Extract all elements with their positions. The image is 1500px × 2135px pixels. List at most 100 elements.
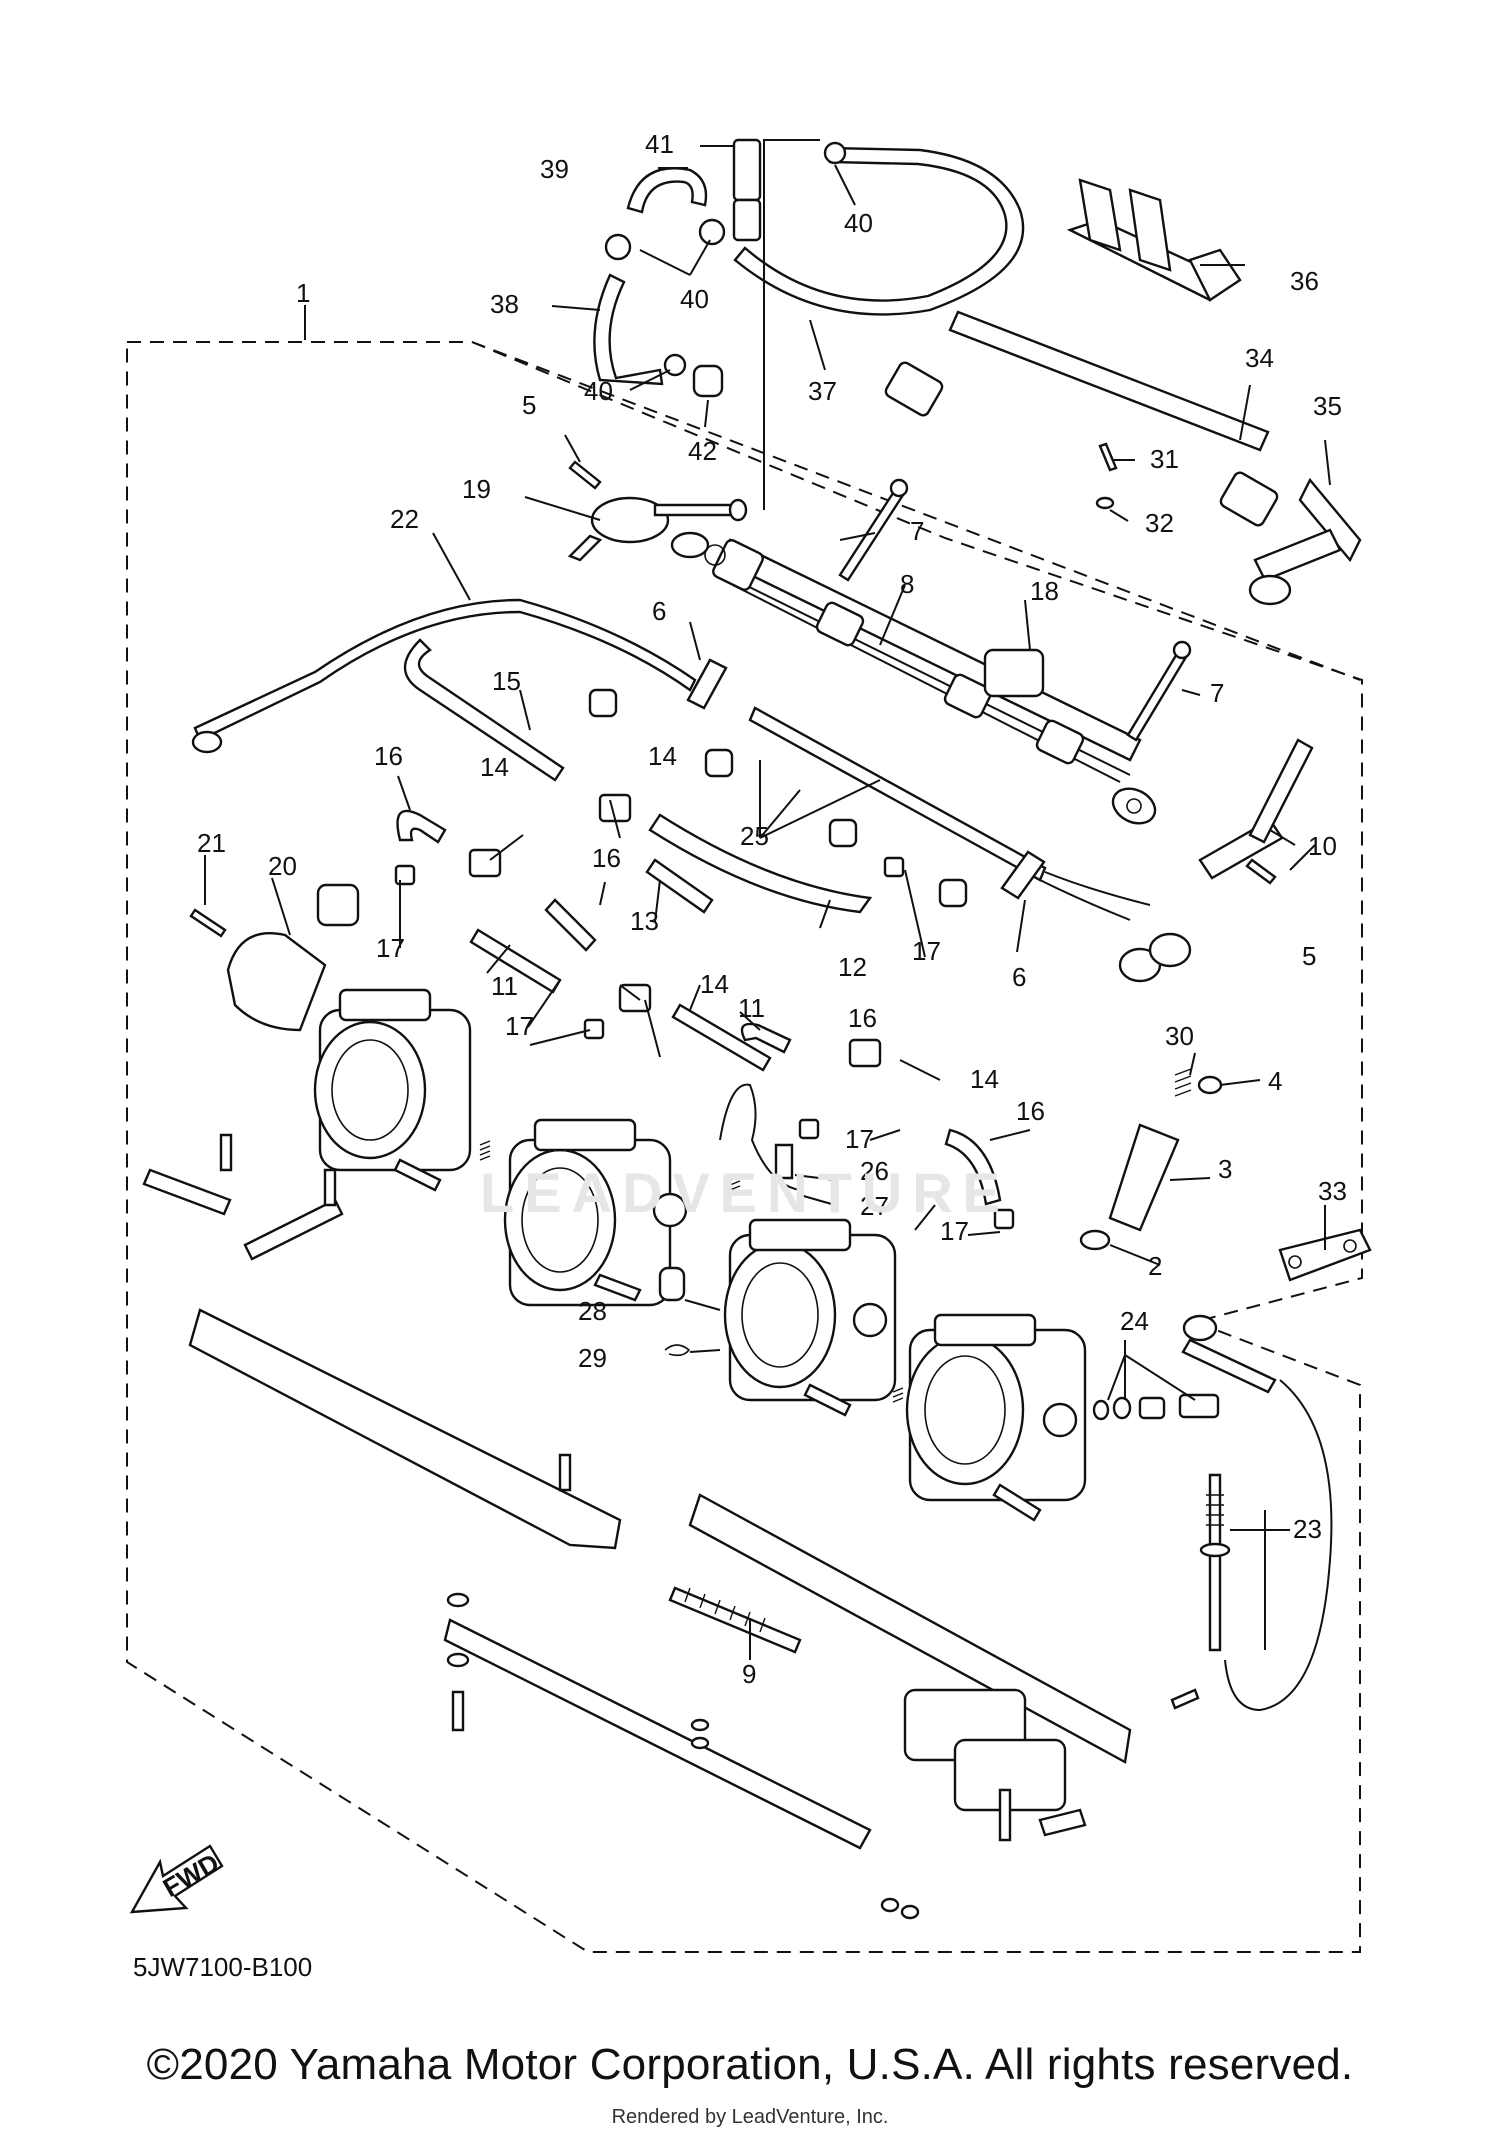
fuel-rail-boundary — [471, 341, 1361, 681]
callout-5a: 5 — [522, 390, 536, 420]
fuel-hose — [733, 146, 1025, 316]
callout-28: 28 — [578, 1296, 607, 1326]
bracket-33 — [1278, 1228, 1372, 1282]
vacuum-hose — [193, 598, 697, 742]
callout-30: 30 — [1165, 1021, 1194, 1051]
hose-15 — [403, 638, 565, 782]
callout-32: 32 — [1145, 508, 1174, 538]
injector-coupler-b — [704, 748, 734, 778]
t-joint-14d — [848, 1038, 882, 1068]
harness-branch — [1039, 871, 1151, 921]
callout-15: 15 — [492, 666, 521, 696]
callout-14a: 14 — [648, 741, 677, 771]
callout-6a: 6 — [652, 596, 666, 626]
callout-labels: 1 2 3 4 5 5 6 6 7 7 8 9 10 11 11 12 13 1… — [197, 129, 1347, 1689]
clip-17e — [993, 1208, 1015, 1230]
bolt-7b — [1126, 650, 1188, 742]
callout-9: 9 — [742, 1659, 756, 1689]
callout-24: 24 — [1120, 1306, 1149, 1336]
joint-plate-left — [188, 1308, 622, 1550]
hose-connector-a — [884, 361, 944, 417]
screw-26 — [774, 1143, 794, 1180]
callout-12: 12 — [838, 952, 867, 982]
callout-10: 10 — [1308, 831, 1337, 861]
callout-17a: 17 — [376, 933, 405, 963]
callout-23: 23 — [1293, 1514, 1322, 1544]
link-plate-a — [142, 1168, 232, 1216]
fuel-hose-34 — [948, 310, 1270, 452]
callout-25: 25 — [740, 821, 769, 851]
callout-20: 20 — [268, 851, 297, 881]
hose-6a — [686, 658, 728, 710]
bolt-upper-mid — [323, 1168, 337, 1207]
callout-17b: 17 — [505, 1011, 534, 1041]
o-ring-4 — [1197, 1075, 1223, 1095]
idle-spring-23 — [1206, 1494, 1224, 1526]
callout-34: 34 — [1245, 343, 1274, 373]
clip-17d — [798, 1118, 820, 1140]
washer-lower-e — [880, 1897, 900, 1913]
callout-26: 26 — [860, 1156, 889, 1186]
bolt-21 — [189, 908, 227, 938]
callout-14c: 14 — [700, 969, 729, 999]
pressure-regulator — [567, 496, 748, 566]
callout-4: 4 — [1268, 1066, 1282, 1096]
hose-11b — [671, 1003, 772, 1072]
screw-lower-a — [451, 1690, 465, 1732]
screw-lower-h — [998, 1788, 1012, 1842]
injector-coupler-d — [938, 878, 968, 908]
throttle-body-4 — [905, 1313, 1087, 1522]
throttle-body-2 — [503, 1118, 688, 1307]
rendered-by-credit: Rendered by LeadVenture, Inc. — [611, 2106, 889, 2128]
callout-6b: 6 — [1012, 962, 1026, 992]
callout-40c: 40 — [584, 376, 613, 406]
o-ring-2 — [1079, 1229, 1111, 1251]
clamp-40c — [698, 218, 726, 246]
callout-18: 18 — [1030, 576, 1059, 606]
callout-11a: 11 — [491, 971, 518, 1001]
clip-17b — [583, 1018, 605, 1040]
hose-16b — [544, 898, 597, 952]
hose-clip-41-lower — [732, 198, 762, 242]
throttle-wire-27 — [719, 1083, 801, 1191]
sensor-18 — [983, 648, 1045, 698]
hose-6b — [1000, 850, 1046, 900]
spring-a — [479, 1140, 491, 1161]
injector-coupler-c — [828, 818, 858, 848]
callout-7b: 7 — [1210, 678, 1224, 708]
leader-lines — [204, 139, 1331, 1660]
cable-loop — [1224, 1379, 1333, 1712]
callout-42: 42 — [688, 436, 717, 466]
copyright-notice: ©2020 Yamaha Motor Corporation, U.S.A. A… — [146, 2040, 1354, 2089]
bolt-31 — [1098, 442, 1118, 472]
clamp-36 — [1066, 178, 1242, 302]
callout-14d: 14 — [970, 1064, 999, 1094]
spring-c — [892, 1387, 904, 1403]
callout-40b: 40 — [680, 284, 709, 314]
spring-b — [729, 1175, 741, 1191]
washer-lower-d — [690, 1736, 710, 1750]
t-joint-14b — [468, 848, 502, 878]
adjuster-24 — [1178, 1393, 1220, 1419]
callout-17e: 17 — [940, 1216, 969, 1246]
bracket-33-hole-b — [1343, 1239, 1357, 1253]
callout-39: 39 — [540, 154, 569, 184]
hose-16a — [396, 809, 447, 844]
washer-lower-b — [446, 1652, 470, 1668]
watermark: LEADVENTURE — [480, 1161, 1011, 1224]
washer-lower-f — [900, 1904, 920, 1920]
washer-24b — [1112, 1396, 1132, 1420]
callout-8: 8 — [900, 569, 914, 599]
callout-27: 27 — [860, 1191, 889, 1221]
hose-16c — [740, 1022, 792, 1054]
bolt-5a — [568, 460, 602, 490]
callout-33: 33 — [1318, 1176, 1347, 1206]
clip-29 — [664, 1344, 691, 1357]
spring-30 — [1174, 1068, 1192, 1097]
washer-32 — [1095, 496, 1115, 510]
callout-22: 22 — [390, 504, 419, 534]
throttle-body-1 — [313, 988, 472, 1192]
callout-13: 13 — [630, 906, 659, 936]
fuel-rail — [712, 538, 1157, 825]
